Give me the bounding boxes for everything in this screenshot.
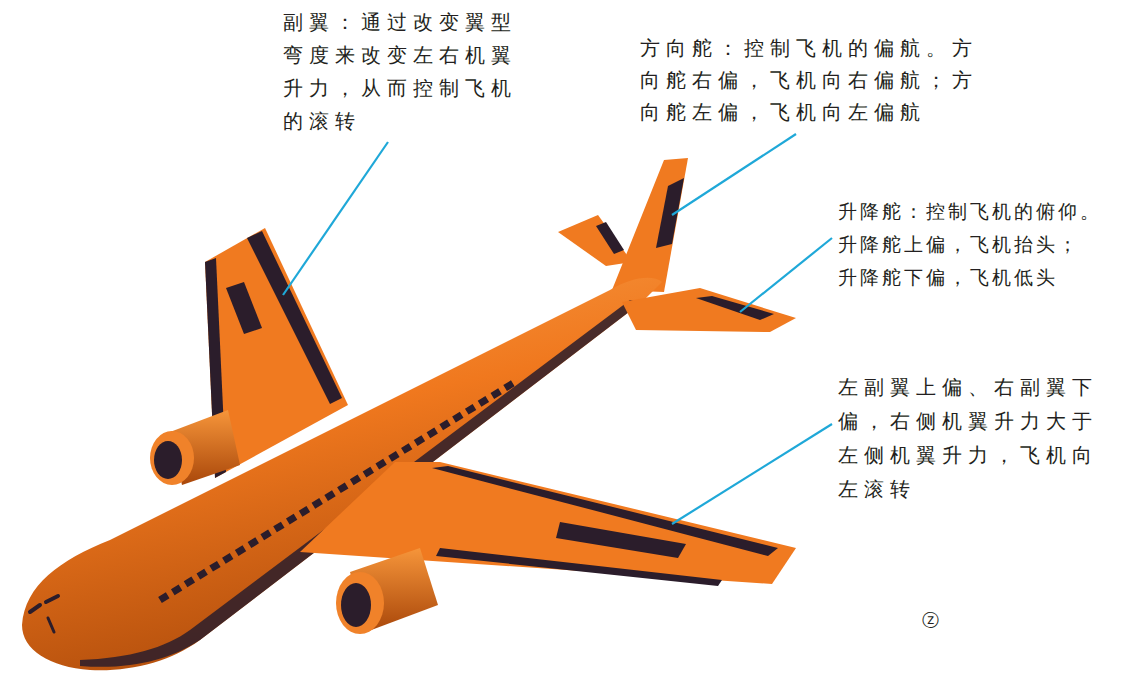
far-engine — [150, 410, 240, 485]
far-stabilizer — [558, 215, 632, 266]
leader-lines — [283, 134, 832, 524]
callout-text: 左副翼上偏、右副翼下 偏，右侧机翼升力大于 左侧机翼升力，飞机向 左滚转 — [838, 370, 1110, 506]
near-engine — [336, 548, 438, 634]
near-stabilizer — [622, 288, 796, 332]
callout-text: 方向舵：控制飞机的偏航。方 向舵右偏，飞机向右偏航；方 向舵左偏，飞机向左偏航 — [640, 32, 990, 128]
watermark: ⓩ — [922, 608, 952, 632]
leader-line — [740, 238, 832, 312]
callout-text: 升降舵：控制飞机的俯仰。 升降舵上偏，飞机抬头； 升降舵下偏，飞机低头 — [838, 195, 1110, 294]
leader-line — [672, 424, 832, 524]
leader-line — [672, 134, 796, 215]
leader-line — [283, 142, 388, 295]
vertical-fin — [612, 158, 688, 292]
callout-text: 副翼：通过改变翼型 弯度来改变左右机翼 升力，从而控制飞机 的滚转 — [283, 6, 531, 138]
fuselage — [22, 278, 662, 670]
